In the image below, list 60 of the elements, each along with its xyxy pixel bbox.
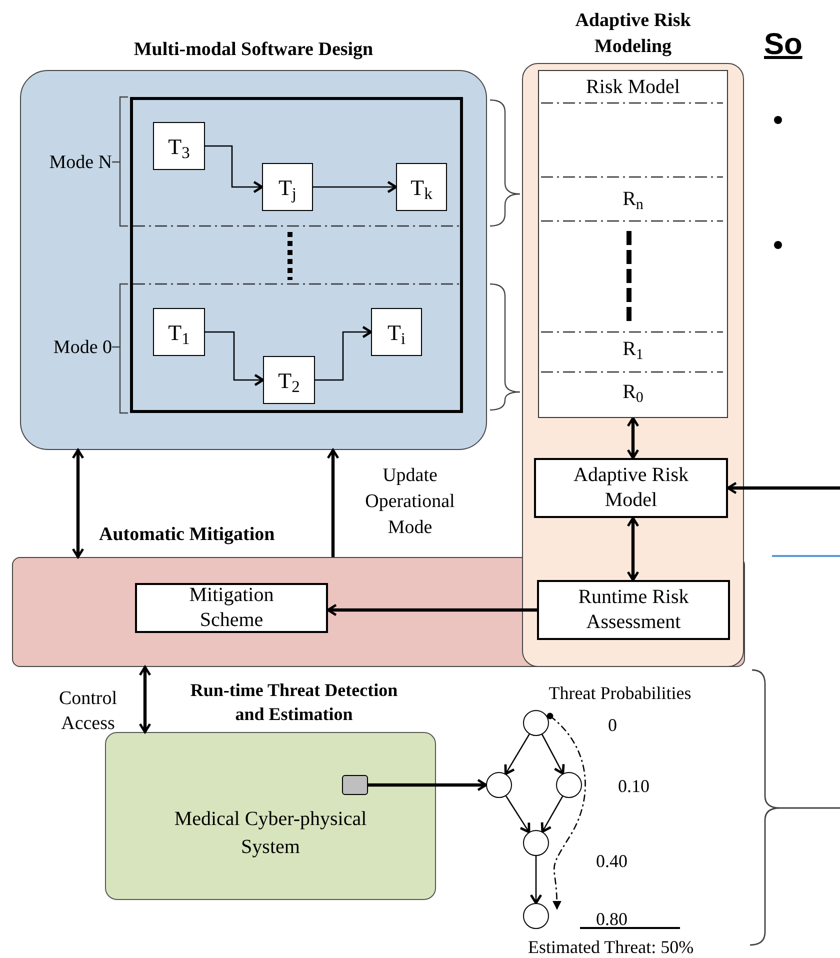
- arrow: [205, 331, 264, 386]
- process-box: [262, 163, 313, 211]
- arrow: [505, 796, 530, 834]
- text-label: Threat Probabilities: [548, 682, 692, 705]
- sensor-port: [342, 775, 368, 795]
- arrow: [313, 180, 398, 194]
- mode-frame: [130, 97, 463, 413]
- box-label: T$_{1}$: [168, 318, 190, 348]
- process-box: [371, 308, 422, 356]
- arrow: [72, 448, 84, 558]
- panel-title: Adaptive Risk Modeling: [574, 9, 692, 59]
- text-label: 0.10: [618, 775, 650, 798]
- text-label: 0.40: [596, 850, 628, 873]
- box-label: T$_{2}$: [278, 366, 300, 396]
- system-panel: [105, 732, 436, 900]
- risk-model-table: [538, 70, 728, 418]
- box-label: Mitigation Scheme: [188, 583, 275, 633]
- process-box: [135, 583, 328, 633]
- process-box: [534, 458, 728, 518]
- text-label: So: [764, 27, 802, 63]
- box-label: Adaptive Risk Model: [572, 463, 690, 513]
- arrow: [726, 482, 840, 494]
- panel-title: Automatic Mitigation: [99, 523, 275, 547]
- edge-label: Control Access: [58, 687, 118, 736]
- box-label: Runtime Risk Assessment: [577, 585, 690, 635]
- text-label: Mode N: [48, 151, 112, 175]
- box-label: T$_{j}$: [278, 174, 297, 204]
- arrow: [546, 712, 586, 910]
- arrow: [315, 326, 372, 381]
- text-label: Estimated Threat: 50%: [528, 936, 694, 958]
- arrow: [626, 416, 640, 460]
- arrow: [504, 734, 530, 776]
- table-title: Risk Model: [585, 75, 681, 99]
- arrow: [205, 145, 264, 194]
- text-label: Mode 0: [52, 336, 112, 360]
- arrow: [542, 734, 565, 775]
- process-box: [396, 163, 447, 211]
- risk-level: R$_{0}$: [622, 380, 644, 404]
- panel-title: Multi-modal Software Design: [132, 38, 374, 62]
- arrow: [326, 448, 340, 557]
- box-label: T$_{i}$: [387, 318, 406, 348]
- risk-level: R$_{n}$: [622, 187, 644, 211]
- text-label: Run-time Threat Detection and Estimation: [189, 679, 399, 726]
- process-box: [153, 122, 205, 170]
- risk-level: R$_{1}$: [622, 337, 644, 361]
- arrow: [530, 856, 542, 904]
- text-label: 0.80: [596, 908, 628, 931]
- box-label: Medical Cyber-physical System: [173, 807, 368, 860]
- box-label: T$_{k}$: [410, 174, 432, 204]
- text-label: 0: [608, 714, 617, 737]
- process-box: [153, 308, 205, 356]
- process-box: [263, 356, 315, 404]
- arrow: [626, 516, 640, 582]
- arrow: [540, 796, 564, 833]
- box-label: T$_{3}$: [168, 132, 190, 162]
- edge-label: Update Operational Mode: [364, 464, 456, 540]
- arrow: [368, 778, 488, 792]
- arrow: [138, 666, 152, 734]
- process-box: [537, 580, 730, 640]
- arrow: [326, 604, 537, 616]
